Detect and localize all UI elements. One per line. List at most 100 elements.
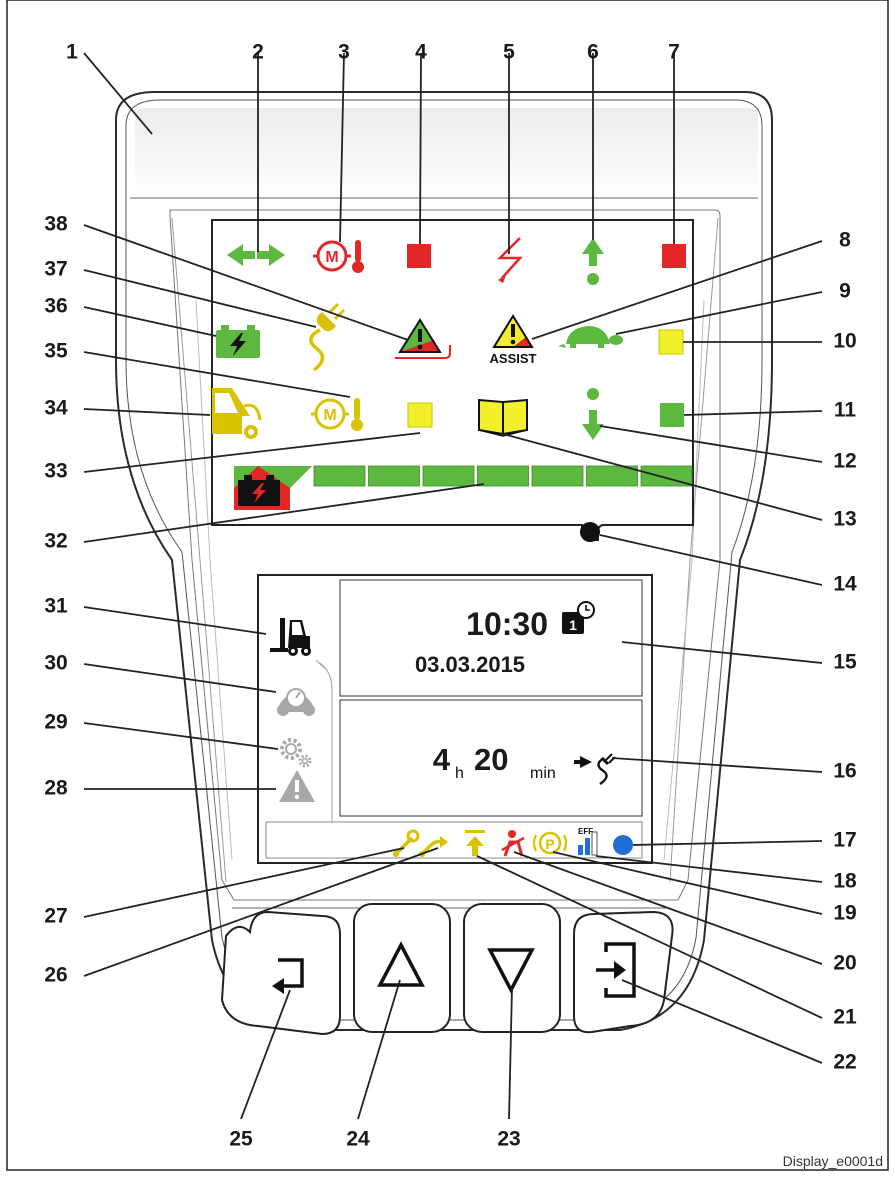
callout-number: 19 bbox=[833, 902, 856, 925]
callout-number: 26 bbox=[44, 964, 67, 987]
yellow-indicator-icon bbox=[658, 329, 684, 355]
calendar-clock-icon: 1 bbox=[562, 601, 595, 634]
callout-number: 10 bbox=[833, 330, 856, 353]
callout-number: 12 bbox=[833, 450, 856, 473]
charging-plug-icon bbox=[574, 753, 616, 785]
up-arrow-icon bbox=[377, 941, 425, 987]
battery-segment bbox=[477, 465, 529, 487]
callout-number: 36 bbox=[44, 295, 67, 318]
warning-icon[interactable] bbox=[279, 770, 315, 802]
down-button[interactable] bbox=[463, 903, 561, 1033]
minutes-value: 20 bbox=[474, 742, 508, 777]
battery-icon bbox=[216, 325, 260, 358]
callout-number: 23 bbox=[497, 1128, 520, 1151]
blue-indicator-icon bbox=[613, 835, 633, 855]
callout-number: 18 bbox=[833, 870, 857, 893]
enter-button[interactable] bbox=[573, 910, 674, 1034]
clock-time: 10:30 bbox=[466, 606, 548, 642]
service-wrench-icon bbox=[393, 829, 420, 857]
red-indicator-icon bbox=[407, 244, 431, 268]
motor-temperature-icon: M bbox=[313, 240, 364, 273]
callout-number: 7 bbox=[668, 41, 680, 64]
battery-segment bbox=[531, 465, 584, 487]
green-indicator-icon bbox=[660, 403, 684, 427]
callout-number: 28 bbox=[44, 777, 68, 800]
forklift-icon[interactable] bbox=[270, 618, 311, 656]
callout-number: 24 bbox=[346, 1128, 370, 1151]
figure-frame bbox=[6, 0, 889, 1171]
callout-number: 27 bbox=[44, 905, 67, 928]
parking-brake-icon: P bbox=[532, 831, 568, 855]
turtle-slow-icon bbox=[558, 326, 623, 348]
callout-number: 29 bbox=[44, 711, 67, 734]
hours-unit: h bbox=[455, 765, 464, 782]
callout-number: 15 bbox=[833, 651, 857, 674]
callout-number: 14 bbox=[833, 573, 857, 596]
plug-cable-icon bbox=[309, 302, 346, 372]
callout-number: 11 bbox=[834, 399, 857, 422]
callout-number: 21 bbox=[833, 1006, 857, 1029]
clock-panel bbox=[339, 579, 643, 697]
speedometer-icon[interactable] bbox=[277, 688, 315, 716]
lift-limit-icon bbox=[465, 830, 485, 856]
enter-icon bbox=[596, 942, 636, 998]
callout-number: 13 bbox=[833, 508, 856, 531]
assist-warning-icon: ASSIST bbox=[490, 314, 537, 366]
triangle-warning-icon bbox=[395, 318, 451, 359]
red-indicator-icon-right bbox=[662, 244, 686, 268]
up-button[interactable] bbox=[353, 903, 451, 1033]
operator-cabin-icon bbox=[212, 388, 262, 439]
callout-number: 16 bbox=[833, 760, 856, 783]
back-button[interactable] bbox=[220, 910, 341, 1036]
down-arrow-icon bbox=[487, 948, 535, 994]
seatbelt-icon bbox=[501, 830, 525, 857]
callout-number: 34 bbox=[44, 397, 68, 420]
callout-number: 35 bbox=[44, 340, 68, 363]
callout-number: 4 bbox=[415, 41, 427, 64]
callout-number: 6 bbox=[587, 41, 599, 64]
manual-book-icon bbox=[478, 398, 528, 437]
fault-lightning-icon bbox=[496, 237, 523, 283]
callout-number: 5 bbox=[503, 41, 515, 64]
motor-temperature-icon-yellow: M bbox=[311, 398, 363, 431]
back-icon bbox=[272, 958, 304, 994]
svg-text:M: M bbox=[325, 249, 338, 266]
yellow-indicator-icon-left bbox=[407, 402, 433, 428]
callout-number: 20 bbox=[833, 952, 856, 975]
svg-text:M: M bbox=[323, 407, 336, 424]
svg-text:1: 1 bbox=[569, 617, 577, 633]
callout-number: 25 bbox=[229, 1128, 253, 1151]
hours-panel bbox=[339, 699, 643, 817]
efficiency-icon: EFF bbox=[578, 827, 598, 856]
assist-label: ASSIST bbox=[490, 351, 537, 366]
svg-text:P: P bbox=[545, 836, 554, 852]
callout-number: 30 bbox=[44, 652, 67, 675]
callout-number: 31 bbox=[44, 595, 68, 618]
lcd-screen bbox=[257, 574, 653, 864]
status-strip bbox=[265, 821, 643, 859]
callout-number: 37 bbox=[44, 258, 67, 281]
callout-number: 9 bbox=[839, 280, 851, 303]
direction-arrows-icon bbox=[227, 244, 285, 266]
minutes-unit: min bbox=[530, 765, 556, 782]
callout-number: 1 bbox=[66, 41, 78, 64]
battery-segment bbox=[422, 465, 475, 487]
leader-lines bbox=[83, 52, 823, 1120]
light-sensor-icon bbox=[580, 522, 600, 542]
clock-date: 03.03.2015 bbox=[415, 652, 525, 677]
settings-gears-icon[interactable] bbox=[280, 738, 312, 768]
callout-number: 17 bbox=[833, 829, 856, 852]
callout-number: 8 bbox=[839, 229, 851, 252]
hours-value: 4 bbox=[433, 742, 451, 777]
battery-segment bbox=[368, 465, 420, 487]
battery-segment bbox=[586, 465, 638, 487]
figure-caption: Display_e0001d bbox=[783, 1153, 883, 1169]
battery-segment bbox=[313, 465, 366, 487]
callout-number: 33 bbox=[44, 460, 67, 483]
eff-label: EFF bbox=[578, 827, 593, 836]
lower-down-icon bbox=[582, 388, 604, 440]
lift-up-icon bbox=[582, 238, 604, 285]
callout-number: 38 bbox=[44, 213, 68, 236]
